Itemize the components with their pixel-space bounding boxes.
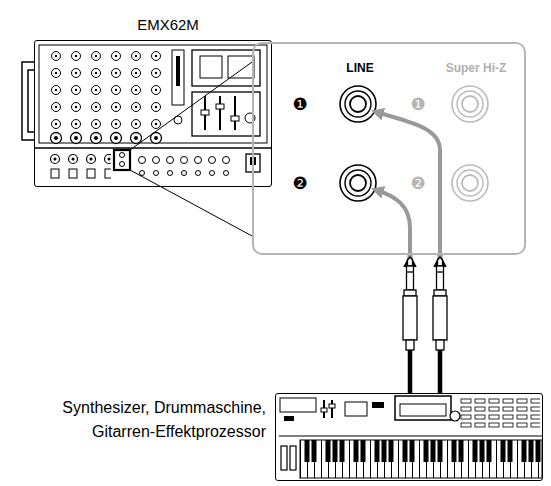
callout-number: ❶ (407, 93, 429, 115)
synthesizer-body: Synthesizer, Drummaschine, Gitarren-Effe… (275, 393, 543, 481)
mixer-body: EMX62M (34, 40, 272, 187)
device-caption: Synthesizer, Drummaschine, Gitarren-Effe… (61, 396, 266, 444)
callout-number: ❷ (289, 172, 311, 194)
jack-group-label: LINE (330, 61, 390, 75)
callout-number: ❷ (407, 172, 429, 194)
callout-number: ❶ (289, 93, 311, 115)
model-name: EMX62M (108, 16, 228, 34)
jack-group-label: Super Hi-Z (420, 61, 532, 75)
jack-inset-panel: LINESuper Hi-Z (252, 42, 526, 255)
